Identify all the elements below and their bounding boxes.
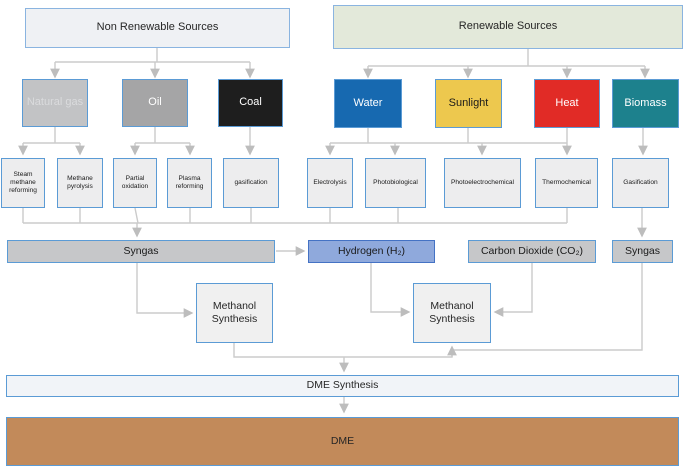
intermediate-syngas-right: Syngas [612, 240, 673, 263]
methanol-synthesis-left: Methanol Synthesis [196, 283, 273, 343]
intermediate-syngas-left: Syngas [7, 240, 275, 263]
process-methane-pyrolysis: Methane pyrolysis [57, 158, 103, 208]
header-renewable-sources: Renewable Sources [333, 5, 683, 49]
source-biomass: Biomass [612, 79, 679, 128]
process-partial-oxidation: Partial oxidation [113, 158, 157, 208]
source-sunlight: Sunlight [435, 79, 502, 128]
source-natural-gas: Natural gas [22, 79, 88, 127]
intermediate-carbon-dioxide: Carbon Dioxide (CO₂) [468, 240, 596, 263]
header-non-renewable-sources: Non Renewable Sources [25, 8, 290, 48]
source-water: Water [334, 79, 402, 128]
process-thermochemical: Thermochemical [535, 158, 598, 208]
process-biomass-gasification: Gasification [612, 158, 669, 208]
process-plasma-reforming: Plasma reforming [167, 158, 212, 208]
process-photoelectrochemical: Photoelectrochemical [444, 158, 521, 208]
dme-synthesis-bar: DME Synthesis [6, 375, 679, 397]
process-steam-methane-reforming: Steam methane reforming [1, 158, 45, 208]
process-photobiological: Photobiological [365, 158, 426, 208]
source-oil: Oil [122, 79, 188, 127]
intermediate-hydrogen: Hydrogen (H₂) [308, 240, 435, 263]
process-electrolysis: Electrolysis [307, 158, 353, 208]
dme-bar: DME [6, 417, 679, 466]
source-heat: Heat [534, 79, 600, 128]
methanol-synthesis-right: Methanol Synthesis [413, 283, 491, 343]
process-coal-gasification: gasification [223, 158, 279, 208]
source-coal: Coal [218, 79, 283, 127]
